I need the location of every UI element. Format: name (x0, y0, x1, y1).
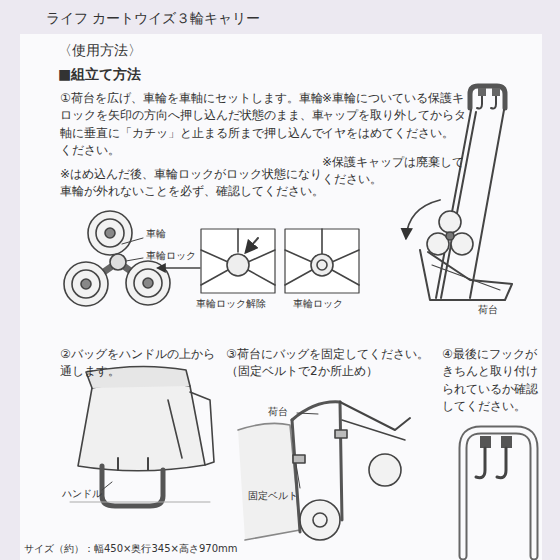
leader-line (102, 482, 112, 490)
page-title: ライフ カートウイズ３輪キャリー (46, 9, 260, 29)
leader-line (296, 464, 300, 488)
step-text: ③荷台にバッグを固定してください。（固定ベルトで2か所止め） (226, 346, 438, 381)
step-text: ④最後にフックがきちんと取り付けられているか確認してください。 (442, 346, 540, 416)
inset-caption: 車輪ロック (293, 298, 363, 311)
spec-text: サイズ（約）：幅450×奥行345×高さ970mm (24, 543, 424, 556)
part-label: 荷台 (478, 304, 518, 317)
subsection-heading: ■組立て方法 (58, 64, 208, 84)
step-text: ②バッグをハンドルの上から通します。 (60, 346, 220, 381)
leader-line (126, 258, 143, 261)
fixing-illustration (238, 402, 410, 540)
lock-inset (285, 229, 359, 293)
inset-caption: 車輪ロック解除 (196, 298, 280, 311)
note-text: ※車輪についている保護キャップを取り外してからタイヤをはめてください。 (322, 90, 466, 142)
lock-release-inset (201, 229, 275, 293)
part-label: ハンドル (62, 488, 122, 501)
part-label: 固定ベルト (248, 490, 308, 503)
handle-hooks-illustration (463, 430, 534, 556)
note-text: ※保護キャップは廃棄してください。 (322, 154, 466, 189)
section-heading: 〈使用方法〉 (58, 40, 188, 60)
bag-illustration (70, 366, 214, 506)
pointer-arrow (158, 267, 200, 268)
leader-line (297, 413, 318, 414)
step-text: ①荷台を広げ、車輪を車軸にセットします。車輪ロックを矢印の方向へ押し込んだ状態の… (60, 90, 330, 160)
part-label: 車輪 (146, 228, 186, 241)
leader-line (122, 238, 143, 244)
note-text: ※はめ込んだ後、車輪ロックがロック状態になり車輪が外れないことを必ず、確認してく… (60, 166, 332, 201)
part-label: 車輪ロック (146, 250, 206, 263)
part-label: 荷台 (268, 406, 298, 419)
